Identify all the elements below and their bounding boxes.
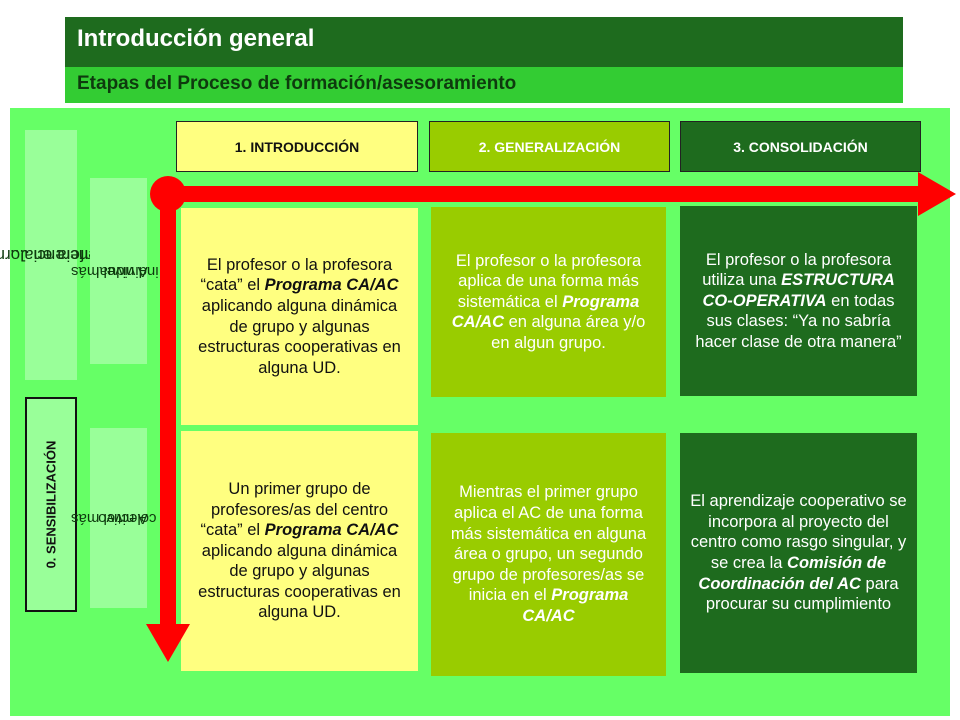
cell-text: en alguna área y/o en algun grupo. [491, 313, 646, 352]
cell-introduccion-colectivo: Un primer grupo de profesores/as del cen… [181, 431, 418, 671]
stage-header-generalizacion: 2. GENERALIZACIÓN [429, 121, 670, 172]
cell-consolidacion-colectivo: El aprendizaje cooperativo se incorpora … [680, 433, 917, 673]
cell-text: El profesor o la profesora aplica de una… [455, 251, 642, 311]
cell-text: para procurar su cumplimiento [705, 574, 899, 614]
collective-line-2: colectivo [98, 510, 157, 527]
cell-consolidacion-individual: El profesor o la profesora utiliza una E… [680, 206, 917, 396]
individual-line-2: individual [96, 263, 159, 280]
cell-generalizacion-individual: El profesor o la profesora aplica de una… [431, 207, 666, 397]
individual-level-label: A nivel más individual [71, 178, 159, 364]
page-subtitle: Etapas del Proceso de formación/asesoram… [65, 67, 903, 103]
cell-emphasis: Programa CA/AC [264, 276, 399, 295]
cell-introduccion-individual: El profesor o la profesora “cata” el Pro… [181, 208, 418, 425]
cell-text: Mientras el primer grupo aplica el AC de… [450, 483, 647, 605]
cell-text: aplicando alguna dinámica de grupo y alg… [198, 541, 401, 622]
cell-emphasis: ESTRUCTURA CO-OPERATIVA [702, 271, 895, 310]
cell-emphasis: Programa CA/AC [451, 292, 640, 332]
cell-text: El profesor o la profesora “cata” el [200, 255, 393, 295]
page-title: Introducción general [65, 17, 903, 67]
cell-emphasis: Comisión de Coordinación del AC [698, 554, 887, 593]
ponencia-label: Ponencia en Jornadas, conferencia... [0, 130, 128, 380]
cell-text: en todas sus clases: “Ya no sabría hacer… [695, 291, 902, 351]
stage-header-introduccion: 1. INTRODUCCIÓN [176, 121, 418, 172]
cell-text: Un primer grupo de profesores/as del cen… [200, 479, 388, 540]
sensibilizacion-text: 0. SENSIBILIZACIÓN [43, 440, 59, 569]
sensibilizacion-label: 0. SENSIBILIZACIÓN [25, 397, 77, 612]
cell-generalizacion-colectivo: Mientras el primer grupo aplica el AC de… [431, 433, 666, 676]
cell-text: aplicando alguna dinámica de grupo y alg… [198, 296, 401, 377]
cell-text: El aprendizaje cooperativo se incorpora … [690, 492, 907, 572]
cell-emphasis: Programa CA/AC [522, 586, 629, 625]
stage-header-consolidacion: 3. CONSOLIDACIÓN [680, 121, 921, 172]
cell-emphasis: Programa CA/AC [264, 521, 399, 540]
cell-text: El profesor o la profesora utiliza una [702, 250, 892, 290]
collective-level-label: A nivel más colectivo [71, 428, 157, 608]
